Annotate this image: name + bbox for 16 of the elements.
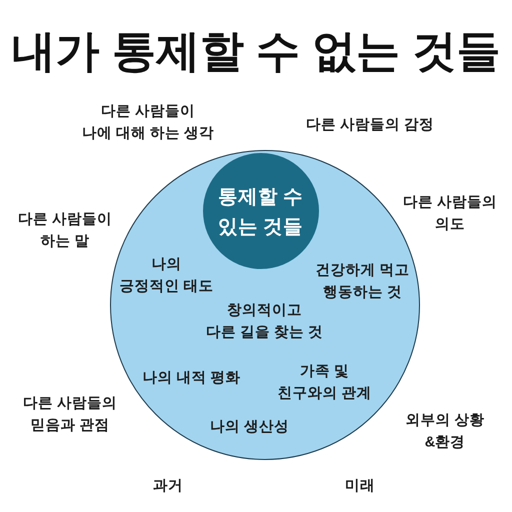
title: 내가 통제할 수 없는 것들: [12, 28, 500, 76]
inner-item-text: 가족 및 친구와의 관계: [277, 362, 372, 404]
outer-item-text: 다른 사람들의 믿음과 관점: [22, 394, 118, 436]
inner-item-text: 나의 긍정적인 태도: [119, 255, 214, 296]
outer-item-text: 다른 사람들이 하는 말: [18, 210, 112, 252]
inner-item-text: 나의 내적 평화: [142, 368, 241, 388]
inner-item-text: 건강하게 먹고 행동하는 것: [315, 261, 410, 302]
outer-item-text: 과거: [153, 476, 183, 496]
inner-item-text: 나의 생산성: [210, 417, 290, 436]
outer-item-text: 다른 사람들의 의도: [402, 194, 498, 235]
outer-item-text: 다른 사람들이 나에 대해 하는 생각: [82, 102, 214, 144]
outer-item-text: 외부의 상황 &환경: [405, 412, 485, 453]
circle-heading: 통제할 수 있는 것들: [218, 184, 304, 240]
inner-item-text: 창의적이고 다른 길을 찾는 것: [206, 301, 324, 342]
outer-item-text: 다른 사람들의 감정: [306, 116, 434, 135]
outer-item-text: 미래: [345, 476, 375, 496]
